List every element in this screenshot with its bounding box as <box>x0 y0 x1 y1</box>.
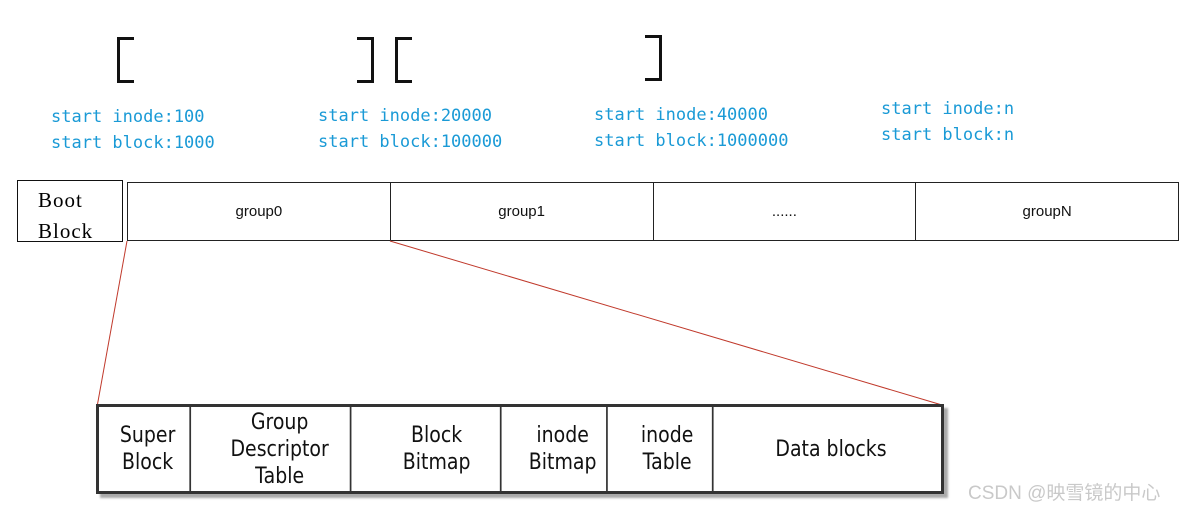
start-block-label: start block:1000000 <box>594 131 789 151</box>
group-cell-0: group0 <box>128 183 391 240</box>
start-inode-label: start inode:20000 <box>318 106 492 126</box>
range-label-group2: start inode:40000 start block:1000000 <box>594 102 788 154</box>
boot-block-line1: Boot <box>38 188 83 212</box>
boot-block-line2: Block <box>38 219 94 243</box>
data-blocks-cell: Data blocks <box>775 436 887 462</box>
group-cell-ellipsis: ...... <box>654 183 917 240</box>
connector-line-right <box>389 240 943 406</box>
watermark: CSDN @映雪镜的中心 <box>968 483 1161 504</box>
range-label-groupN: start inode:n start block:n <box>881 96 1014 148</box>
range-bracket-close-1 <box>357 37 374 83</box>
start-block-label: start block:100000 <box>318 132 503 152</box>
start-block-label: start block:n <box>881 125 1015 145</box>
range-bracket-open-1 <box>117 37 134 83</box>
start-inode-label: start inode:40000 <box>594 105 768 125</box>
block-group-bar: group0 group1 ...... groupN <box>127 182 1179 241</box>
connector-line-left <box>96 240 128 408</box>
start-inode-label: start inode:100 <box>51 107 205 127</box>
start-block-label: start block:1000 <box>51 133 215 153</box>
range-bracket-open-2 <box>395 37 412 83</box>
boot-block: Boot Block <box>17 180 123 243</box>
range-bracket-close-2 <box>645 35 662 81</box>
group-cell-n: groupN <box>1022 203 1072 220</box>
start-inode-label: start inode:n <box>881 99 1015 119</box>
range-label-group0: start inode:100 start block:1000 <box>51 104 215 156</box>
group-cell-1: group1 <box>391 183 654 240</box>
range-label-group1: start inode:20000 start block:100000 <box>318 103 502 155</box>
